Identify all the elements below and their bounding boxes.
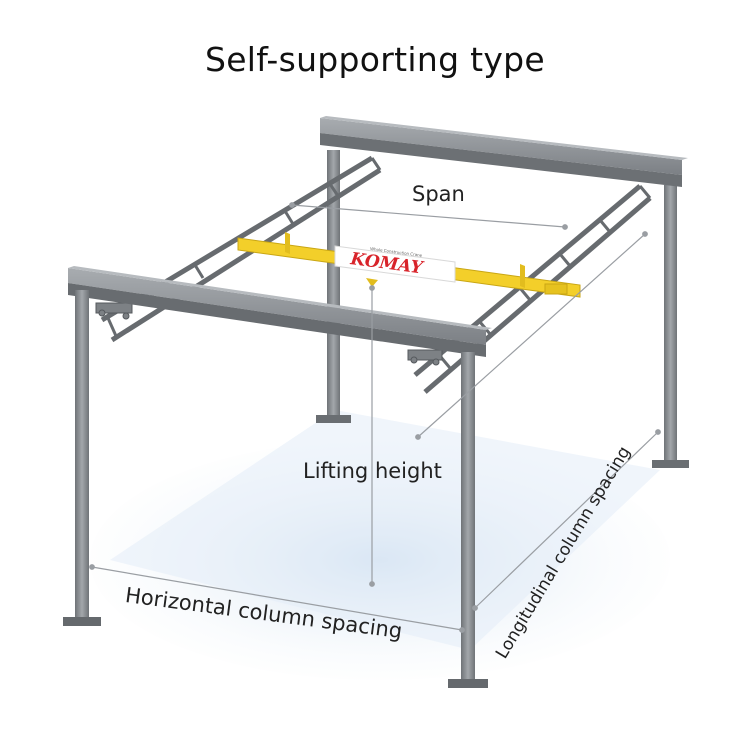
- back-right-column: [652, 185, 689, 468]
- right-end-truck: [407, 349, 443, 366]
- floor-area: [110, 410, 660, 650]
- back-main-beam: [320, 116, 688, 187]
- back-left-column: [316, 150, 351, 423]
- hoist-hook: [366, 278, 378, 287]
- left-end-truck: [95, 302, 133, 320]
- span-dimension-line: [289, 202, 568, 230]
- span-label: Span: [412, 182, 465, 206]
- page-title: Self-supporting type: [204, 40, 546, 79]
- front-right-column: [448, 352, 488, 688]
- front-main-beam: [68, 266, 492, 357]
- lifting-height-line: [369, 285, 375, 587]
- horizontal-spacing-line: [89, 564, 465, 633]
- brand-logo-plate: KOMAY Whole Construction Crane: [334, 245, 456, 283]
- rail-length-line: [415, 231, 648, 440]
- brand-tagline: Whole Construction Crane: [370, 246, 423, 258]
- front-left-column: [63, 290, 101, 626]
- lifting-height-label: Lifting height: [303, 459, 442, 483]
- longitudinal-spacing-line: [472, 429, 661, 611]
